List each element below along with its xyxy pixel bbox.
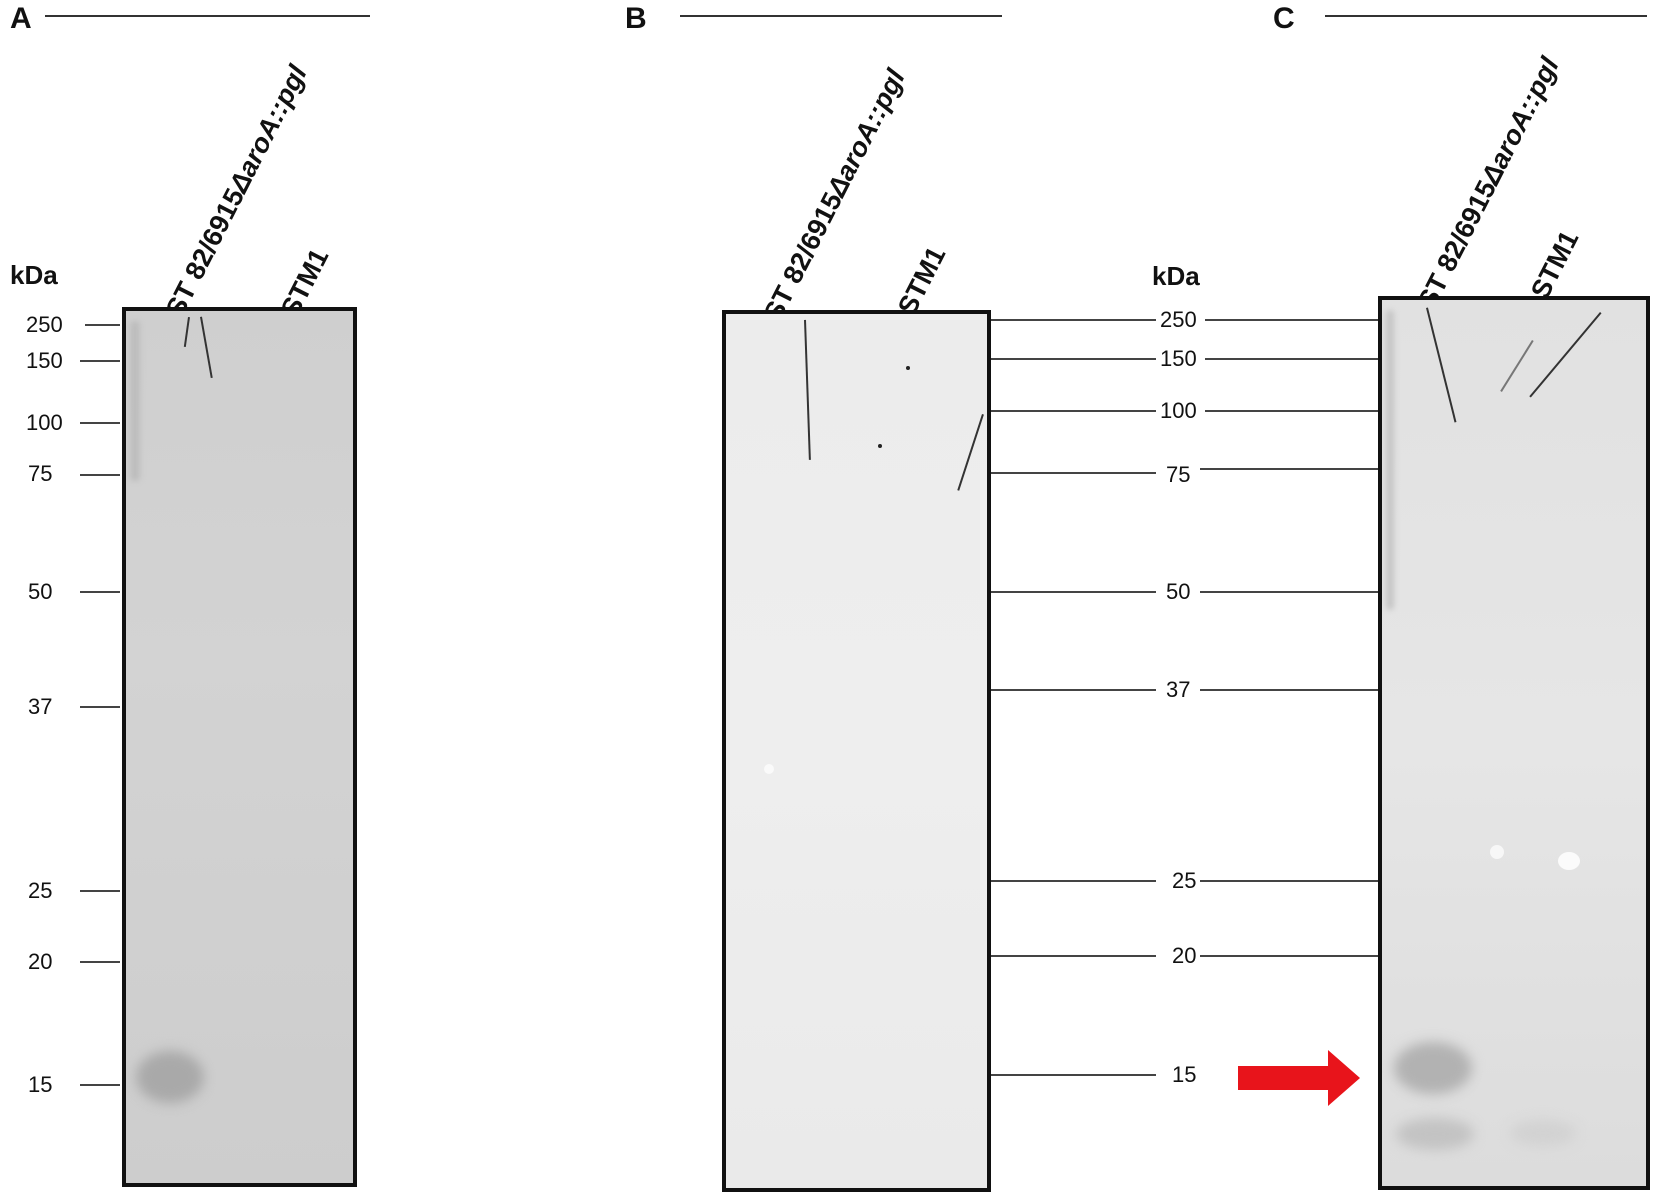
marker-bc-50: 50: [1166, 579, 1191, 604]
blot-membrane-a: [122, 307, 357, 1187]
ladder-c: [1386, 310, 1394, 610]
tick-bc-75-left: [991, 472, 1156, 474]
tick-bc-15-left: [991, 1074, 1156, 1076]
dot-c-2: [1558, 852, 1580, 870]
band-c-low-lane1: [1396, 1118, 1474, 1150]
dot-b-2: [878, 444, 882, 448]
tick-a-20: [80, 961, 120, 963]
marker-bc-100: 100: [1160, 398, 1197, 423]
marker-a-15: 15: [28, 1072, 53, 1097]
dot-c-1: [1490, 845, 1504, 859]
tick-bc-250-left: [991, 319, 1156, 321]
marker-bc-75: 75: [1166, 462, 1191, 487]
tick-a-250: [85, 324, 120, 326]
kda-label-bc: kDa: [1152, 261, 1200, 291]
tick-a-37: [80, 706, 120, 708]
panel-letter-c: C: [1273, 2, 1295, 35]
tick-bc-20-left: [991, 955, 1156, 957]
panel-letter-a: A: [10, 2, 32, 35]
kda-label-a: kDa: [10, 260, 58, 290]
tick-a-15: [80, 1084, 120, 1086]
marker-a-250: 250: [26, 312, 63, 337]
dot-b-3: [764, 764, 774, 774]
scratch-b-2: [957, 414, 984, 491]
tick-bc-37-right: [1200, 689, 1380, 691]
marker-a-50: 50: [28, 579, 53, 604]
marker-bc-250: 250: [1160, 307, 1197, 332]
tick-a-150: [80, 360, 120, 362]
marker-bc-150: 150: [1160, 346, 1197, 371]
marker-a-100: 100: [26, 410, 63, 435]
marker-a-150: 150: [26, 348, 63, 373]
blot-membrane-b: [722, 310, 991, 1192]
tick-a-50: [80, 591, 120, 593]
dot-b-1: [906, 366, 910, 370]
band-a-15kda: [136, 1051, 204, 1103]
scratch-c-2: [1529, 312, 1602, 398]
tick-bc-150-left: [991, 358, 1156, 360]
marker-bc-15: 15: [1172, 1062, 1197, 1087]
tick-bc-25-left: [991, 880, 1156, 882]
tick-bc-25-right: [1200, 880, 1380, 882]
blot-membrane-c: [1378, 296, 1650, 1190]
panel-a-top-rule: [45, 15, 370, 17]
tick-bc-20-right: [1200, 955, 1380, 957]
lane-label-b-2: STM1: [892, 241, 952, 320]
marker-a-37: 37: [28, 694, 53, 719]
tick-a-75: [80, 474, 120, 476]
tick-bc-75-right: [1200, 468, 1380, 470]
tick-bc-50-right: [1200, 591, 1380, 593]
lane-label-c-2: STM1: [1525, 225, 1585, 304]
scratch-a-2: [200, 316, 213, 379]
band-c-15kda: [1394, 1042, 1472, 1094]
tick-bc-250-right: [1205, 319, 1380, 321]
tick-bc-50-left: [991, 591, 1156, 593]
scratch-c-1: [1426, 307, 1457, 423]
marker-a-25: 25: [28, 878, 53, 903]
marker-a-20: 20: [28, 949, 53, 974]
tick-bc-100-right: [1205, 410, 1380, 412]
tick-a-25: [80, 890, 120, 892]
panel-c-top-rule: [1325, 15, 1647, 17]
marker-a-75: 75: [28, 461, 53, 486]
tick-bc-37-left: [991, 689, 1156, 691]
marker-bc-37: 37: [1166, 677, 1191, 702]
lane-label-b-1: ST 82/6915ΔaroA::pgl: [758, 64, 911, 326]
tick-bc-100-left: [991, 410, 1156, 412]
scratch-b-1: [804, 319, 811, 460]
ladder-a: [130, 321, 140, 481]
tick-bc-150-right: [1205, 358, 1380, 360]
scratch-a-1: [183, 317, 190, 347]
band-c-low-lane2: [1510, 1120, 1576, 1146]
tick-a-100: [80, 422, 120, 424]
red-arrow-icon: [1238, 1050, 1360, 1106]
panel-letter-b: B: [625, 2, 647, 35]
marker-bc-25: 25: [1172, 868, 1197, 893]
panel-b-top-rule: [680, 15, 1002, 17]
marker-bc-20: 20: [1172, 943, 1197, 968]
scratch-c-3: [1500, 340, 1534, 392]
